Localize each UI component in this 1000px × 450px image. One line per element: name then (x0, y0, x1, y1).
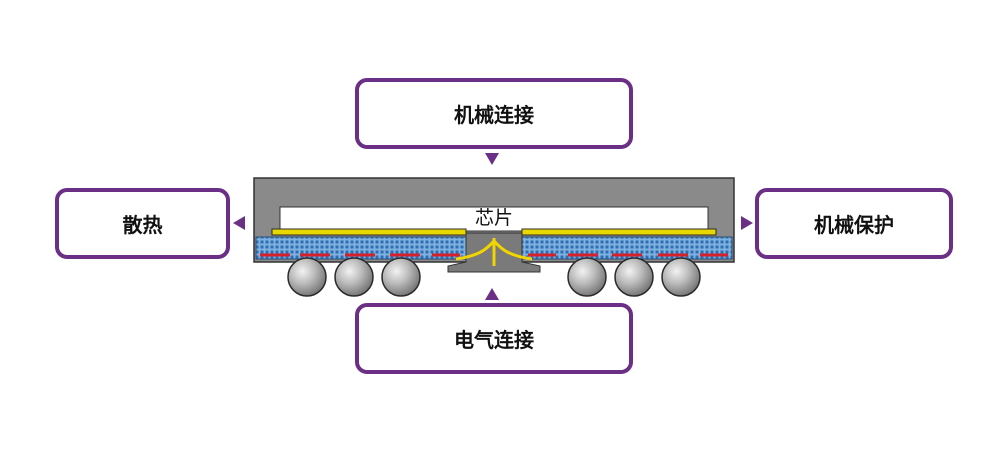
solder-ball (334, 257, 374, 297)
cavity (279, 206, 709, 232)
callout-heat-dissipation-label: 散热 (122, 213, 163, 237)
callout-electrical-connection: 电气连接 (355, 303, 633, 374)
solder-balls (287, 257, 701, 297)
callout-mechanical-connection-label: 机械连接 (454, 103, 534, 127)
pointer-arrow-down (485, 153, 499, 165)
pointer-arrow-left (741, 216, 753, 230)
callout-mechanical-protection: 机械保护 (755, 188, 953, 259)
solder-ball (381, 257, 421, 297)
pointer-arrow-right (233, 216, 245, 230)
callout-mechanical-connection: 机械连接 (355, 78, 633, 149)
solder-ball (567, 257, 607, 297)
pointer-arrow-up (485, 288, 499, 300)
chip-label: 芯片 (475, 207, 513, 229)
solder-ball (661, 257, 701, 297)
die-layer-left (271, 228, 467, 236)
die-layer-right (521, 228, 717, 236)
callout-electrical-connection-label: 电气连接 (454, 328, 534, 352)
solder-ball (614, 257, 654, 297)
callout-mechanical-protection-label: 机械保护 (814, 213, 894, 237)
callout-heat-dissipation: 散热 (55, 188, 230, 259)
solder-ball (287, 257, 327, 297)
bond-wire-left (455, 240, 496, 261)
bond-wire-right (492, 240, 533, 261)
